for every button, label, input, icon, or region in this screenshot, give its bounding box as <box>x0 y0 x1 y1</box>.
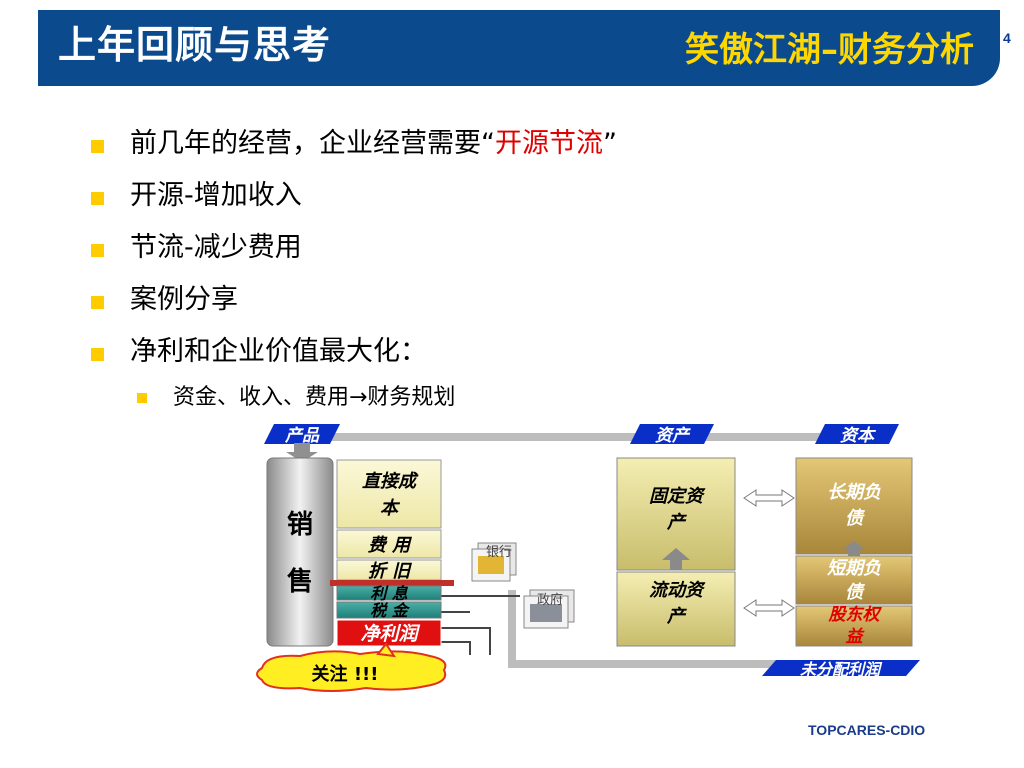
expenses-block: 费 用 <box>336 529 442 559</box>
up-arrow-icon <box>842 541 866 556</box>
svg-text:净利润: 净利润 <box>360 623 420 645</box>
svg-text:关注 !!!: 关注 !!! <box>312 663 379 685</box>
bank-icon: 银行 <box>471 542 517 582</box>
government-icon: 政府 <box>523 589 575 629</box>
down-arrow-icon <box>286 443 318 462</box>
sub-bullet-text: 资金、收入、费用→财务规划 <box>173 385 456 410</box>
bullet-square-icon <box>91 244 104 257</box>
title-bar <box>38 10 1000 86</box>
svg-text:利 息: 利 息 <box>370 584 409 603</box>
svg-text:未分配利润: 未分配利润 <box>800 660 883 679</box>
up-arrow-icon <box>662 548 690 570</box>
footer-brand: TOPCARES-CDIO <box>808 722 926 738</box>
bullet-square-icon <box>91 140 104 153</box>
svg-text:售: 售 <box>287 566 313 597</box>
svg-text:费 用: 费 用 <box>368 535 412 556</box>
svg-text:产: 产 <box>666 512 687 533</box>
direct-cost-block: 直接成 本 <box>336 459 442 529</box>
bullet-square-icon <box>91 192 104 205</box>
svg-text:债: 债 <box>845 508 865 529</box>
double-arrow-icon <box>743 599 795 617</box>
bullet-suffix: ” <box>603 128 617 159</box>
vertical-connector-pipe <box>508 590 516 668</box>
bullet-text: 前几年的经营，企业经营需要“ <box>130 128 495 159</box>
bottom-connector-pipe <box>512 660 892 668</box>
svg-text:销: 销 <box>287 510 313 540</box>
long-term-debt-block: 长期负 债 <box>795 457 913 555</box>
highlight-text: 开源节流 <box>495 128 603 159</box>
svg-text:长期负: 长期负 <box>827 482 881 503</box>
svg-text:产: 产 <box>666 606 687 627</box>
svg-text:流动资: 流动资 <box>649 580 706 601</box>
sales-pillar: 销 售 <box>266 457 334 647</box>
bullet-item: 前几年的经营，企业经营需要“开源节流” <box>85 118 617 170</box>
current-assets-block: 流动资 产 <box>616 571 736 647</box>
tag-retained-earnings: 未分配利润 <box>762 660 920 679</box>
short-term-debt-block: 短期负 债 <box>795 555 913 605</box>
svg-text:益: 益 <box>846 627 866 647</box>
depreciation-block: 折 旧 <box>336 559 442 582</box>
bullet-text: 节流-减少费用 <box>130 232 302 263</box>
bullet-item: 净利和企业价值最大化： <box>85 326 617 378</box>
bullet-item: 案例分享 <box>85 274 617 326</box>
svg-text:固定资: 固定资 <box>649 486 706 507</box>
bullet-item: 开源-增加收入 <box>85 170 617 222</box>
sub-bullet-item: 资金、收入、费用→财务规划 <box>85 378 617 418</box>
double-arrow-icon <box>743 489 795 507</box>
tag-capital: 资本 <box>815 424 899 446</box>
slide-title: 上年回顾与思考 <box>58 23 332 67</box>
attention-callout: 关注 !!! <box>256 642 447 692</box>
svg-text:股东权: 股东权 <box>828 605 883 625</box>
equity-block: 股东权 益 <box>795 605 913 647</box>
slide-subtitle: 笑傲江湖–财务分析 <box>685 30 974 70</box>
bullet-square-icon <box>91 296 104 309</box>
page-number: 4 <box>1003 30 1011 46</box>
svg-text:短期负: 短期负 <box>827 558 881 579</box>
bullet-text: 案例分享 <box>130 284 238 315</box>
svg-text:本: 本 <box>380 498 401 519</box>
interest-block: 利 息 <box>330 580 454 603</box>
net-profit-block: 净利润 <box>336 619 442 647</box>
svg-text:直接成: 直接成 <box>362 471 419 492</box>
flow-lines <box>440 595 520 655</box>
tag-assets: 资产 <box>630 424 714 446</box>
bullet-text: 净利和企业价值最大化： <box>130 336 427 367</box>
svg-text:税 金: 税 金 <box>370 601 411 620</box>
svg-text:折 旧: 折 旧 <box>368 561 412 582</box>
svg-text:资本: 资本 <box>840 426 877 446</box>
tag-product: 产品 <box>264 424 340 446</box>
svg-text:银行: 银行 <box>486 545 512 560</box>
bullet-item: 节流-减少费用 <box>85 222 617 274</box>
tax-block: 税 金 <box>336 601 442 620</box>
svg-text:政府: 政府 <box>537 593 563 608</box>
top-connector-pipe <box>300 433 860 441</box>
svg-text:产品: 产品 <box>284 426 320 446</box>
bullet-list: 前几年的经营，企业经营需要“开源节流” 开源-增加收入 节流-减少费用 案例分享… <box>85 118 617 418</box>
svg-text:债: 债 <box>845 582 865 603</box>
svg-text:资产: 资产 <box>655 426 691 446</box>
bullet-square-icon <box>91 348 104 361</box>
bullet-square-icon <box>137 393 147 403</box>
bullet-text: 开源-增加收入 <box>130 180 302 211</box>
